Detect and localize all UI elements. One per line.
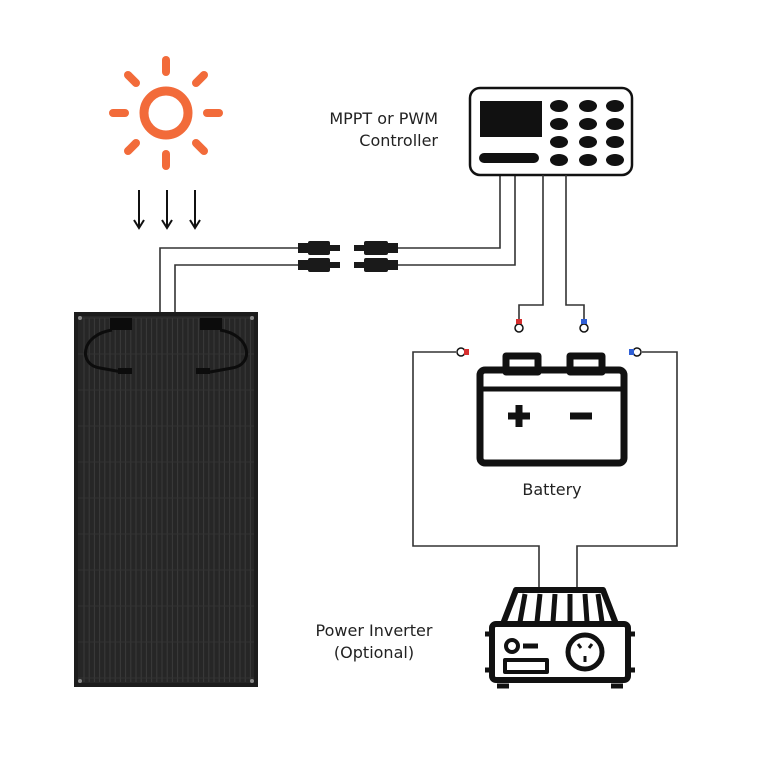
controller-button xyxy=(550,154,568,166)
inverter-label-line1: Power Inverter xyxy=(315,621,433,640)
controller-button xyxy=(579,136,597,148)
controller-button xyxy=(579,118,597,130)
controller-button xyxy=(606,136,624,148)
controller-button xyxy=(579,100,597,112)
controller-label: MPPT or PWM Controller xyxy=(329,108,438,152)
mc4-connector-icon xyxy=(298,241,398,272)
sun-icon xyxy=(109,56,223,170)
inverter-label: Power Inverter (Optional) xyxy=(306,620,442,664)
controller-battery-wires xyxy=(518,175,585,323)
controller-button xyxy=(579,154,597,166)
power-inverter-icon xyxy=(485,587,635,689)
panel-wires xyxy=(159,247,298,312)
battery-inverter-wires xyxy=(412,351,678,592)
controller-button xyxy=(550,100,568,112)
charge-controller-icon xyxy=(468,86,634,177)
sunlight-arrows-icon xyxy=(133,190,201,230)
controller-button xyxy=(550,118,568,130)
controller-button xyxy=(550,136,568,148)
controller-button xyxy=(606,154,624,166)
controller-label-line1: MPPT or PWM xyxy=(329,109,438,128)
battery-label: Battery xyxy=(522,480,582,499)
inverter-label-line2: (Optional) xyxy=(333,643,415,662)
battery-terminals xyxy=(456,347,642,357)
controller-button xyxy=(606,100,624,112)
battery-icon xyxy=(476,352,628,467)
solar-panel-icon xyxy=(74,312,258,687)
controller-input-wires xyxy=(398,175,516,266)
controller-terminals xyxy=(514,319,589,333)
controller-button xyxy=(606,118,624,130)
controller-label-line2: Controller xyxy=(359,131,438,150)
